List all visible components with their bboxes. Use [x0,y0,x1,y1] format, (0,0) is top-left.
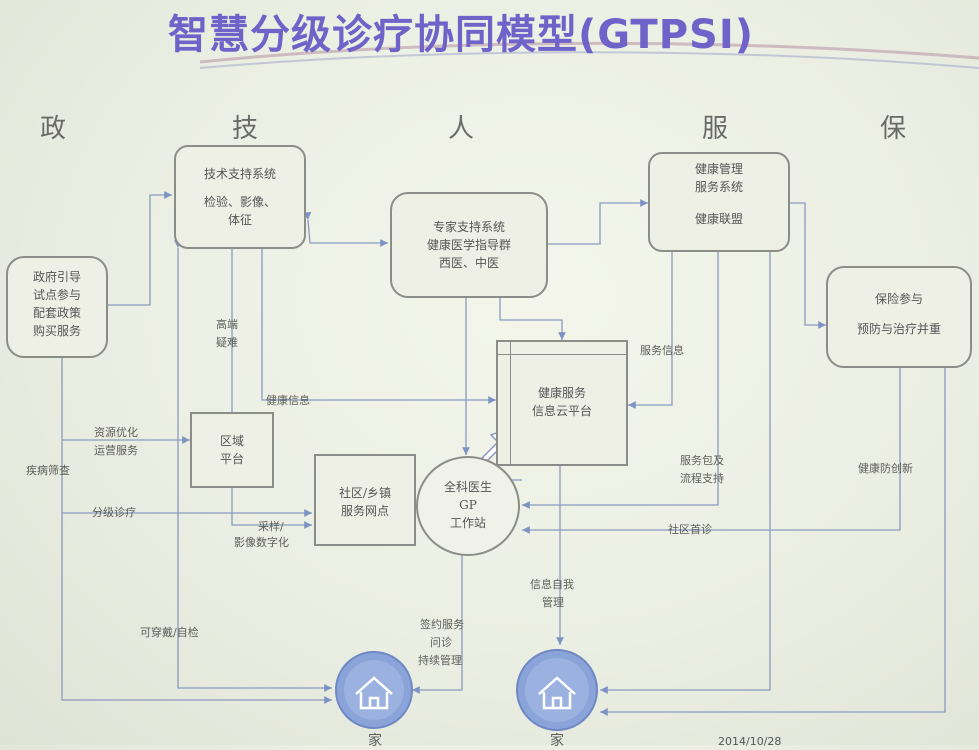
label-wearable: 可穿戴/自检 [140,626,199,639]
regional-line1: 区域 [219,434,244,448]
gov-guide-line2: 试点参与 [32,288,81,302]
column-service: 服 [702,114,729,144]
home-right-icon [516,649,598,731]
label-package-2: 流程支持 [680,472,724,485]
home-right-label: 家 [550,733,564,749]
label-resource-1: 资源优化 [94,426,138,439]
gp-line3: 工作站 [449,516,486,530]
label-sampling-2: 影像数字化 [234,536,289,549]
regional-platform-box: 区域 平台 [190,412,274,488]
insurance-box: 保险参与 预防与治疗并重 [826,266,972,368]
home-left-label: 家 [368,733,382,749]
column-people: 人 [448,114,475,144]
government-guide-box: 政府引导 试点参与 配套政策 购买服务 [6,256,108,358]
column-insurance: 保 [880,114,907,144]
health-mgmt-line3: 健康联盟 [694,212,743,226]
cloud-platform-box: 健康服务 信息云平台 [496,340,628,466]
tech-support-line2: 检验、影像、 [203,195,276,209]
label-first-visit: 社区首诊 [668,523,712,536]
label-sampling-1: 采样/ [258,520,284,533]
expert-support-line3: 西医、中医 [438,256,499,270]
page-title: 智慧分级诊疗协同模型(GTPSI) [168,12,754,58]
gov-guide-line3: 配套政策 [32,306,81,320]
regional-line2: 平台 [219,452,244,466]
home-left-icon [335,651,413,729]
label-self-mgmt-2: 管理 [542,596,564,609]
cloud-line1: 健康服务 [537,386,586,400]
label-contract-2: 问诊 [430,636,452,649]
community-line2: 服务网点 [340,504,389,518]
label-package-1: 服务包及 [680,454,724,467]
tech-support-line3: 体征 [227,213,252,227]
label-difficult-2: 疑难 [216,336,238,349]
label-tiered-diagnosis: 分级诊疗 [92,506,136,519]
tech-support-box: 技术支持系统 检验、影像、 体征 [174,145,306,249]
community-line1: 社区/乡镇 [338,486,392,500]
slide-date: 2014/10/28 [718,735,782,748]
label-health-info: 健康信息 [266,394,310,407]
column-policy: 政 [40,114,67,144]
label-contract-3: 持续管理 [418,654,462,667]
label-disease-screening: 疾病筛查 [26,464,70,477]
gov-guide-line1: 政府引导 [32,270,81,284]
health-mgmt-line1: 健康管理 [694,162,743,176]
label-self-mgmt-1: 信息自我 [530,578,574,591]
gp-line2: GP [459,498,477,512]
insurance-line1: 保险参与 [874,292,923,306]
label-prevention: 健康防创新 [858,462,913,475]
insurance-line2: 预防与治疗并重 [856,322,941,336]
tech-support-title: 技术支持系统 [203,167,276,181]
expert-support-line2: 健康医学指导群 [426,238,511,252]
expert-support-title: 专家支持系统 [432,220,505,234]
label-resource-2: 运营服务 [94,444,138,457]
health-management-box: 健康管理 服务系统 健康联盟 [648,152,790,252]
column-technology: 技 [232,114,259,144]
health-mgmt-line2: 服务系统 [694,180,743,194]
label-contract-1: 签约服务 [420,618,464,631]
expert-support-box: 专家支持系统 健康医学指导群 西医、中医 [390,192,548,298]
gov-guide-line4: 购买服务 [32,324,81,338]
gp-line1: 全科医生 [443,480,492,494]
label-difficult-1: 高端 [216,318,238,331]
title-swoosh [199,41,979,69]
label-service-info: 服务信息 [640,344,684,357]
gp-workstation-circle: 全科医生 GP 工作站 [416,456,520,556]
community-outlet-box: 社区/乡镇 服务网点 [314,454,416,546]
cloud-line2: 信息云平台 [531,404,592,418]
